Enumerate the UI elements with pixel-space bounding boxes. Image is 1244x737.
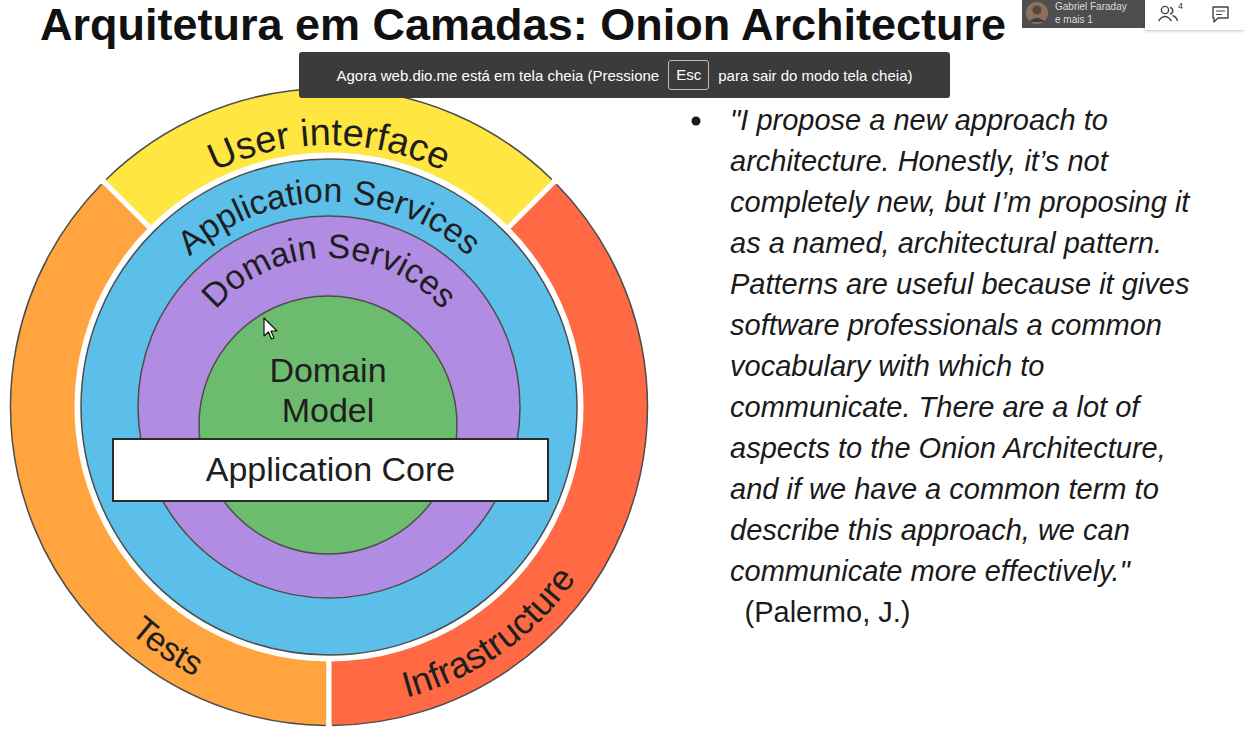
layer-circle-fill — [81, 159, 577, 655]
ring-segment-fill — [329, 180, 650, 728]
people-icon — [1170, 8, 1173, 15]
people-icon — [1173, 16, 1178, 22]
people-icon — [1157, 4, 1179, 24]
layer-circle: Application ServicesDomain ServicesDomai… — [80, 158, 578, 656]
participant-photo — [1022, 0, 1054, 28]
ring-segment: Infrastructure — [8, 86, 650, 728]
layer-label: Tests — [125, 609, 210, 683]
ring-segment-shape: Infrastructure — [8, 86, 650, 728]
participant-more: e mais 1 — [1055, 14, 1093, 25]
core-circle: Domain Model — [198, 295, 458, 555]
toolbar-panel: 4 — [1145, 0, 1244, 30]
layer-label: Infrastructure — [397, 559, 583, 706]
notice-text: para sair do modo tela cheia) — [718, 67, 912, 84]
chat-icon — [1216, 11, 1225, 15]
participant-name: Gabriel Faraday — [1055, 1, 1127, 12]
fullscreen-notice: Agora web.dio.me está em tela cheia (Pre… — [299, 52, 950, 98]
layer-circle: Domain ServicesDomain Model — [137, 215, 521, 599]
bullet-dot — [692, 117, 701, 126]
mouse-cursor — [262, 317, 278, 341]
ring-segment-outline — [10, 184, 325, 725]
layer-label: Domain Model — [253, 350, 403, 430]
people-icon — [1159, 17, 1172, 22]
participant-thumbnail: Gabriel Faraday e mais 1 — [1022, 0, 1145, 28]
layer-circle-fill — [138, 216, 520, 598]
bullet-dot — [688, 113, 704, 129]
ring-segment-fill — [8, 180, 329, 728]
core-box: Application Core — [112, 438, 549, 502]
notice-text: Agora web.dio.me está em tela cheia (Pre… — [337, 67, 660, 84]
participant-photo — [1026, 2, 1048, 24]
mouse-cursor — [264, 318, 277, 339]
quote-block: "I propose a new approach to architectur… — [730, 100, 1220, 633]
key-cap: Esc — [668, 60, 709, 90]
slide-title: Arquitetura em Camadas: Onion Architectu… — [40, 2, 1006, 47]
participant-photo — [1029, 18, 1045, 22]
chat-icon — [1211, 5, 1231, 25]
people-icon — [1161, 6, 1168, 13]
participant-count: 4 — [1178, 1, 1183, 11]
quote-text: "I propose a new approach to architectur… — [730, 104, 1189, 587]
participant-photo — [1033, 6, 1042, 15]
chat-icon — [1213, 7, 1228, 22]
ring-segment-outline — [332, 184, 647, 725]
quote-citation: (Palermo, J.) — [745, 596, 911, 628]
box-label: Application Core — [206, 450, 455, 489]
core-circle-fill — [199, 296, 457, 554]
